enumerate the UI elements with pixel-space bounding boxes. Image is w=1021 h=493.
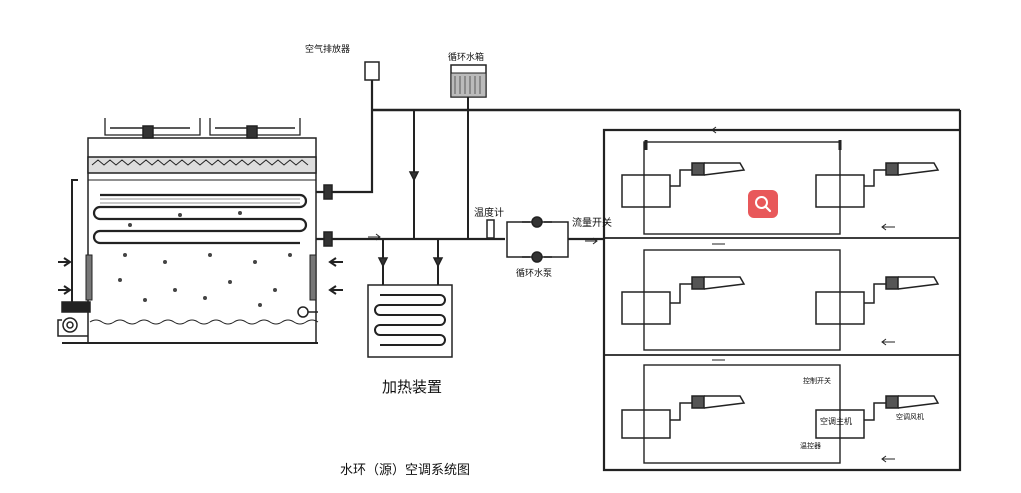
cooling-tower	[57, 118, 343, 344]
magnifier-icon	[755, 196, 772, 213]
label-ac-fan: 空调风机	[896, 412, 924, 421]
main-piping	[316, 80, 960, 285]
zoom-button[interactable]	[748, 190, 778, 218]
diagram-title: 水环（源）空调系统图	[340, 463, 470, 478]
label-heater: 加热装置	[382, 378, 442, 396]
floor-1-units	[621, 140, 940, 208]
building-loop	[602, 110, 962, 472]
expansion-tank-symbol	[450, 64, 487, 98]
label-expansion-tank: 循环水箱	[448, 51, 484, 63]
heater	[367, 284, 453, 358]
label-control-switch: 控制开关	[803, 376, 831, 385]
label-ac-unit: 空调主机	[820, 416, 852, 426]
air-separator-symbol	[364, 61, 380, 81]
floor-3-units	[621, 395, 940, 439]
label-circ-pump: 循环水泵	[516, 267, 552, 279]
label-flow-switch: 流量开关	[572, 216, 612, 229]
label-thermometer: 温度计	[474, 206, 504, 219]
label-thermostat: 温控器	[800, 441, 821, 450]
label-air-separator: 空气排放器	[305, 43, 350, 55]
floor-2-units	[621, 276, 940, 325]
